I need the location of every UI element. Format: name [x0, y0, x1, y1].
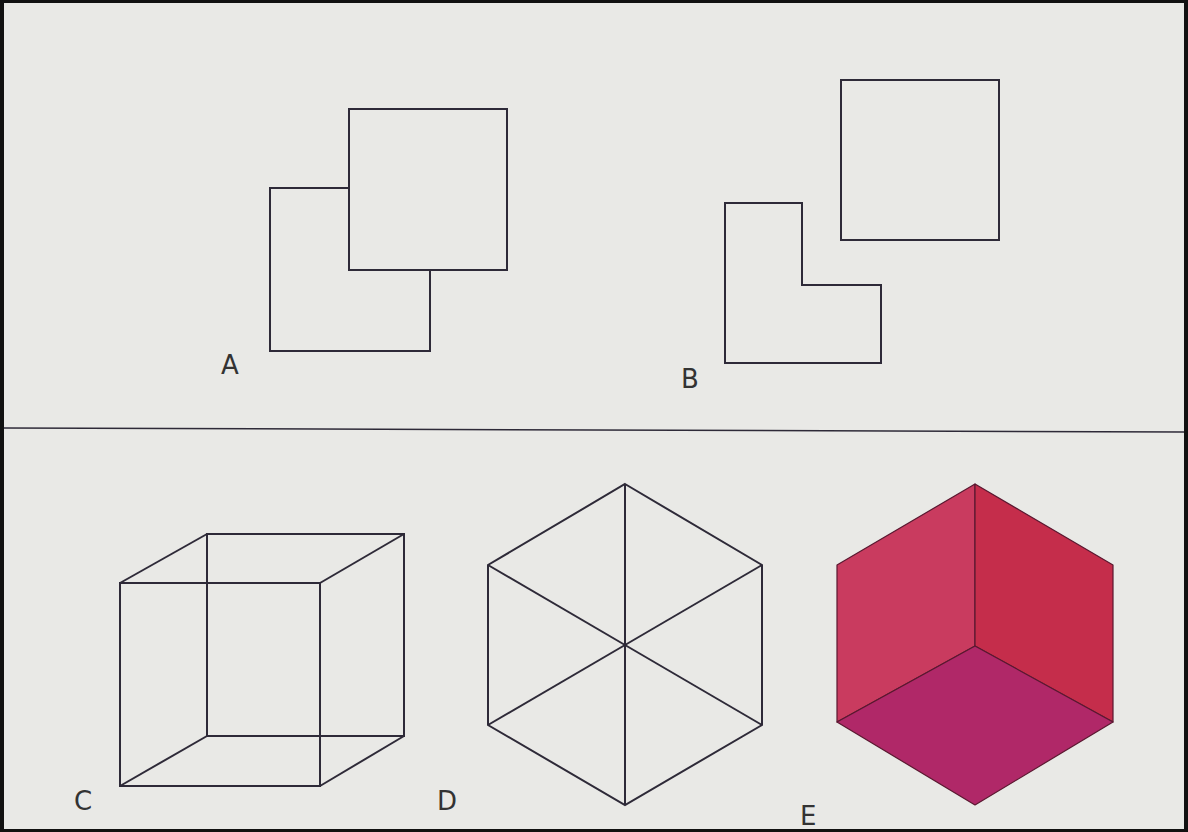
figure-letter: B — [681, 366, 699, 392]
figure-letter: C — [74, 788, 92, 814]
front-square — [349, 109, 507, 270]
divider-line — [4, 428, 1184, 432]
l-shape — [725, 203, 881, 363]
hexagon-figure — [488, 484, 762, 805]
figure-strokes — [4, 80, 1184, 805]
shaded-cube — [837, 484, 1113, 805]
square — [841, 80, 999, 240]
bottom-face — [837, 646, 1113, 805]
paper-ground — [4, 3, 1184, 829]
figure-letter: A — [221, 352, 239, 378]
figure-letter: E — [800, 803, 816, 829]
figure-letter: D — [437, 788, 457, 814]
necker-cube — [120, 534, 404, 786]
